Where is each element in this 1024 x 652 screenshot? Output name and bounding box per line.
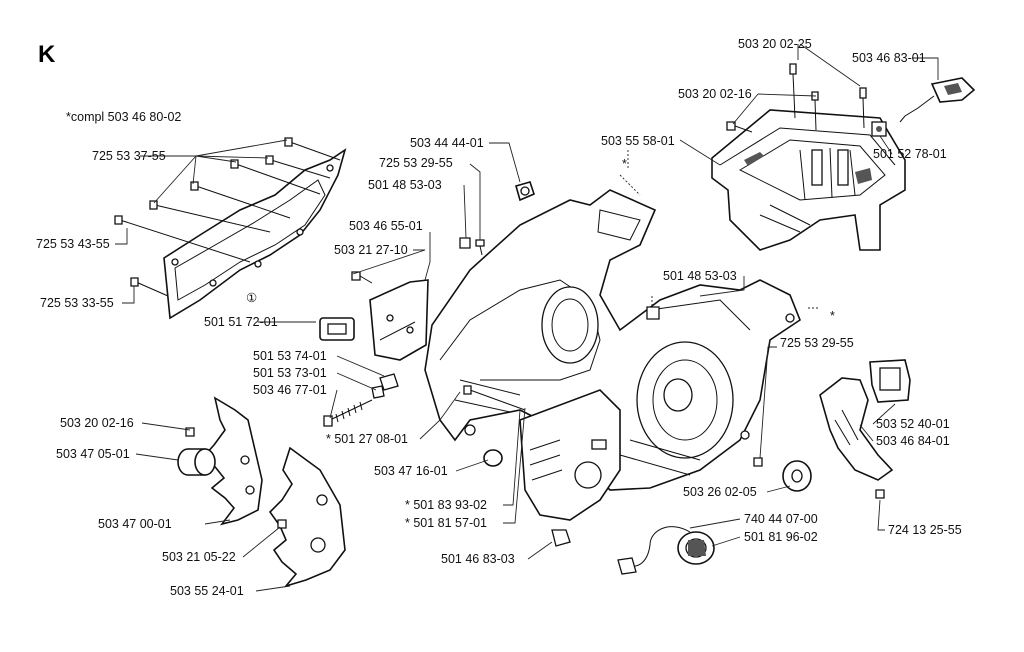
section-letter: K <box>38 41 56 68</box>
strap-740-44-07-00 <box>617 526 691 575</box>
nut-501-52-78-01 <box>871 121 887 137</box>
label-503-20-02-16-top: 503 20 02-16 <box>678 87 752 101</box>
label-725-53-37-55: 725 53 37-55 <box>92 149 166 163</box>
bracket-503-52-40-01 <box>869 359 911 403</box>
label-503-55-24-01: 503 55 24-01 <box>170 584 244 598</box>
screw-503-21-05-22 <box>277 519 287 529</box>
guide-plate-part <box>369 279 429 361</box>
fuel-cap-501-81-96-02 <box>677 531 715 565</box>
label-503-46-83-01: 503 46 83-01 <box>852 51 926 65</box>
label-725-53-29-55-center: 725 53 29-55 <box>379 156 453 170</box>
label-501-83-93-02: * 501 83 93-02 <box>405 498 487 512</box>
label-503-20-02-25: 503 20 02-25 <box>738 37 812 51</box>
label-503-47-05-01: 503 47 05-01 <box>56 447 130 461</box>
label-501-48-53-03-left: 501 48 53-03 <box>368 178 442 192</box>
leader-lines <box>115 43 939 592</box>
label-503-47-00-01: 503 47 00-01 <box>98 517 172 531</box>
label-501-53-74-01: 501 53 74-01 <box>253 349 327 363</box>
label-503-46-55-01: 503 46 55-01 <box>349 219 423 233</box>
chain-guard-503-46-84-01 <box>819 377 894 481</box>
switch-part-503-46-83-01 <box>899 77 976 123</box>
screw-725-53-29-55-right <box>753 457 763 467</box>
label-501-51-72-01: 501 51 72-01 <box>204 315 278 329</box>
label-501-52-78-01: 501 52 78-01 <box>873 147 947 161</box>
label-501-27-08-01: * 501 27 08-01 <box>326 432 408 446</box>
assembly-note: *compl 503 46 80-02 <box>66 110 181 124</box>
label-501-46-83-03: 501 46 83-03 <box>441 552 515 566</box>
nut-501-48-53-03-left <box>459 237 471 249</box>
sprocket-503-26-02-05 <box>782 460 812 492</box>
nut-501-48-53-03-right <box>646 306 660 320</box>
label-asterisk-right: * <box>830 309 835 323</box>
callout-circle-mark: ① <box>246 291 257 305</box>
side-cover-part <box>519 389 621 521</box>
spacer-503-47-05-01 <box>177 448 216 476</box>
label-725-53-29-55-right: 725 53 29-55 <box>780 336 854 350</box>
label-503-26-02-05: 503 26 02-05 <box>683 485 757 499</box>
screw-503-20-02-25 <box>789 63 867 129</box>
label-503-55-58-01: 503 55 58-01 <box>601 134 675 148</box>
nut-503-47-16-01 <box>483 449 503 467</box>
label-724-13-25-55: 724 13 25-55 <box>888 523 962 537</box>
pin-501-27-08-01 <box>463 385 526 411</box>
label-501-53-73-01: 501 53 73-01 <box>253 366 327 380</box>
nut-501-46-83-03 <box>551 529 571 547</box>
cylinder-cover-part <box>711 109 906 251</box>
long-screws-part <box>114 137 341 297</box>
crankcase-part <box>424 189 801 491</box>
label-503-46-77-01: 503 46 77-01 <box>253 383 327 397</box>
bumper-spike-503-55-24-01 <box>268 446 346 588</box>
gasket-501-51-72-01 <box>319 317 355 341</box>
label-740-44-07-00: 740 44 07-00 <box>744 512 818 526</box>
label-501-81-96-02: 501 81 96-02 <box>744 530 818 544</box>
label-503-21-05-22: 503 21 05-22 <box>162 550 236 564</box>
chain-adjuster-part <box>323 373 399 427</box>
label-501-48-53-03-right: 501 48 53-03 <box>663 269 737 283</box>
label-503-20-02-16-left: 503 20 02-16 <box>60 416 134 430</box>
nut-503-44-44-01 <box>515 181 535 202</box>
label-503-52-40-01: 503 52 40-01 <box>876 417 950 431</box>
bumper-spike-503-47-00-01 <box>203 396 263 526</box>
label-503-44-44-01: 503 44 44-01 <box>410 136 484 150</box>
screw-724-13-25-55 <box>875 489 885 499</box>
label-503-21-27-10: 503 21 27-10 <box>334 243 408 257</box>
label-725-53-43-55: 725 53 43-55 <box>36 237 110 251</box>
label-503-47-16-01: 503 47 16-01 <box>374 464 448 478</box>
screw-725-53-29-55-center <box>475 239 485 256</box>
label-asterisk-top: * <box>622 157 627 171</box>
label-501-81-57-01: * 501 81 57-01 <box>405 516 487 530</box>
label-725-53-33-55: 725 53 33-55 <box>40 296 114 310</box>
label-503-46-84-01: 503 46 84-01 <box>876 434 950 448</box>
